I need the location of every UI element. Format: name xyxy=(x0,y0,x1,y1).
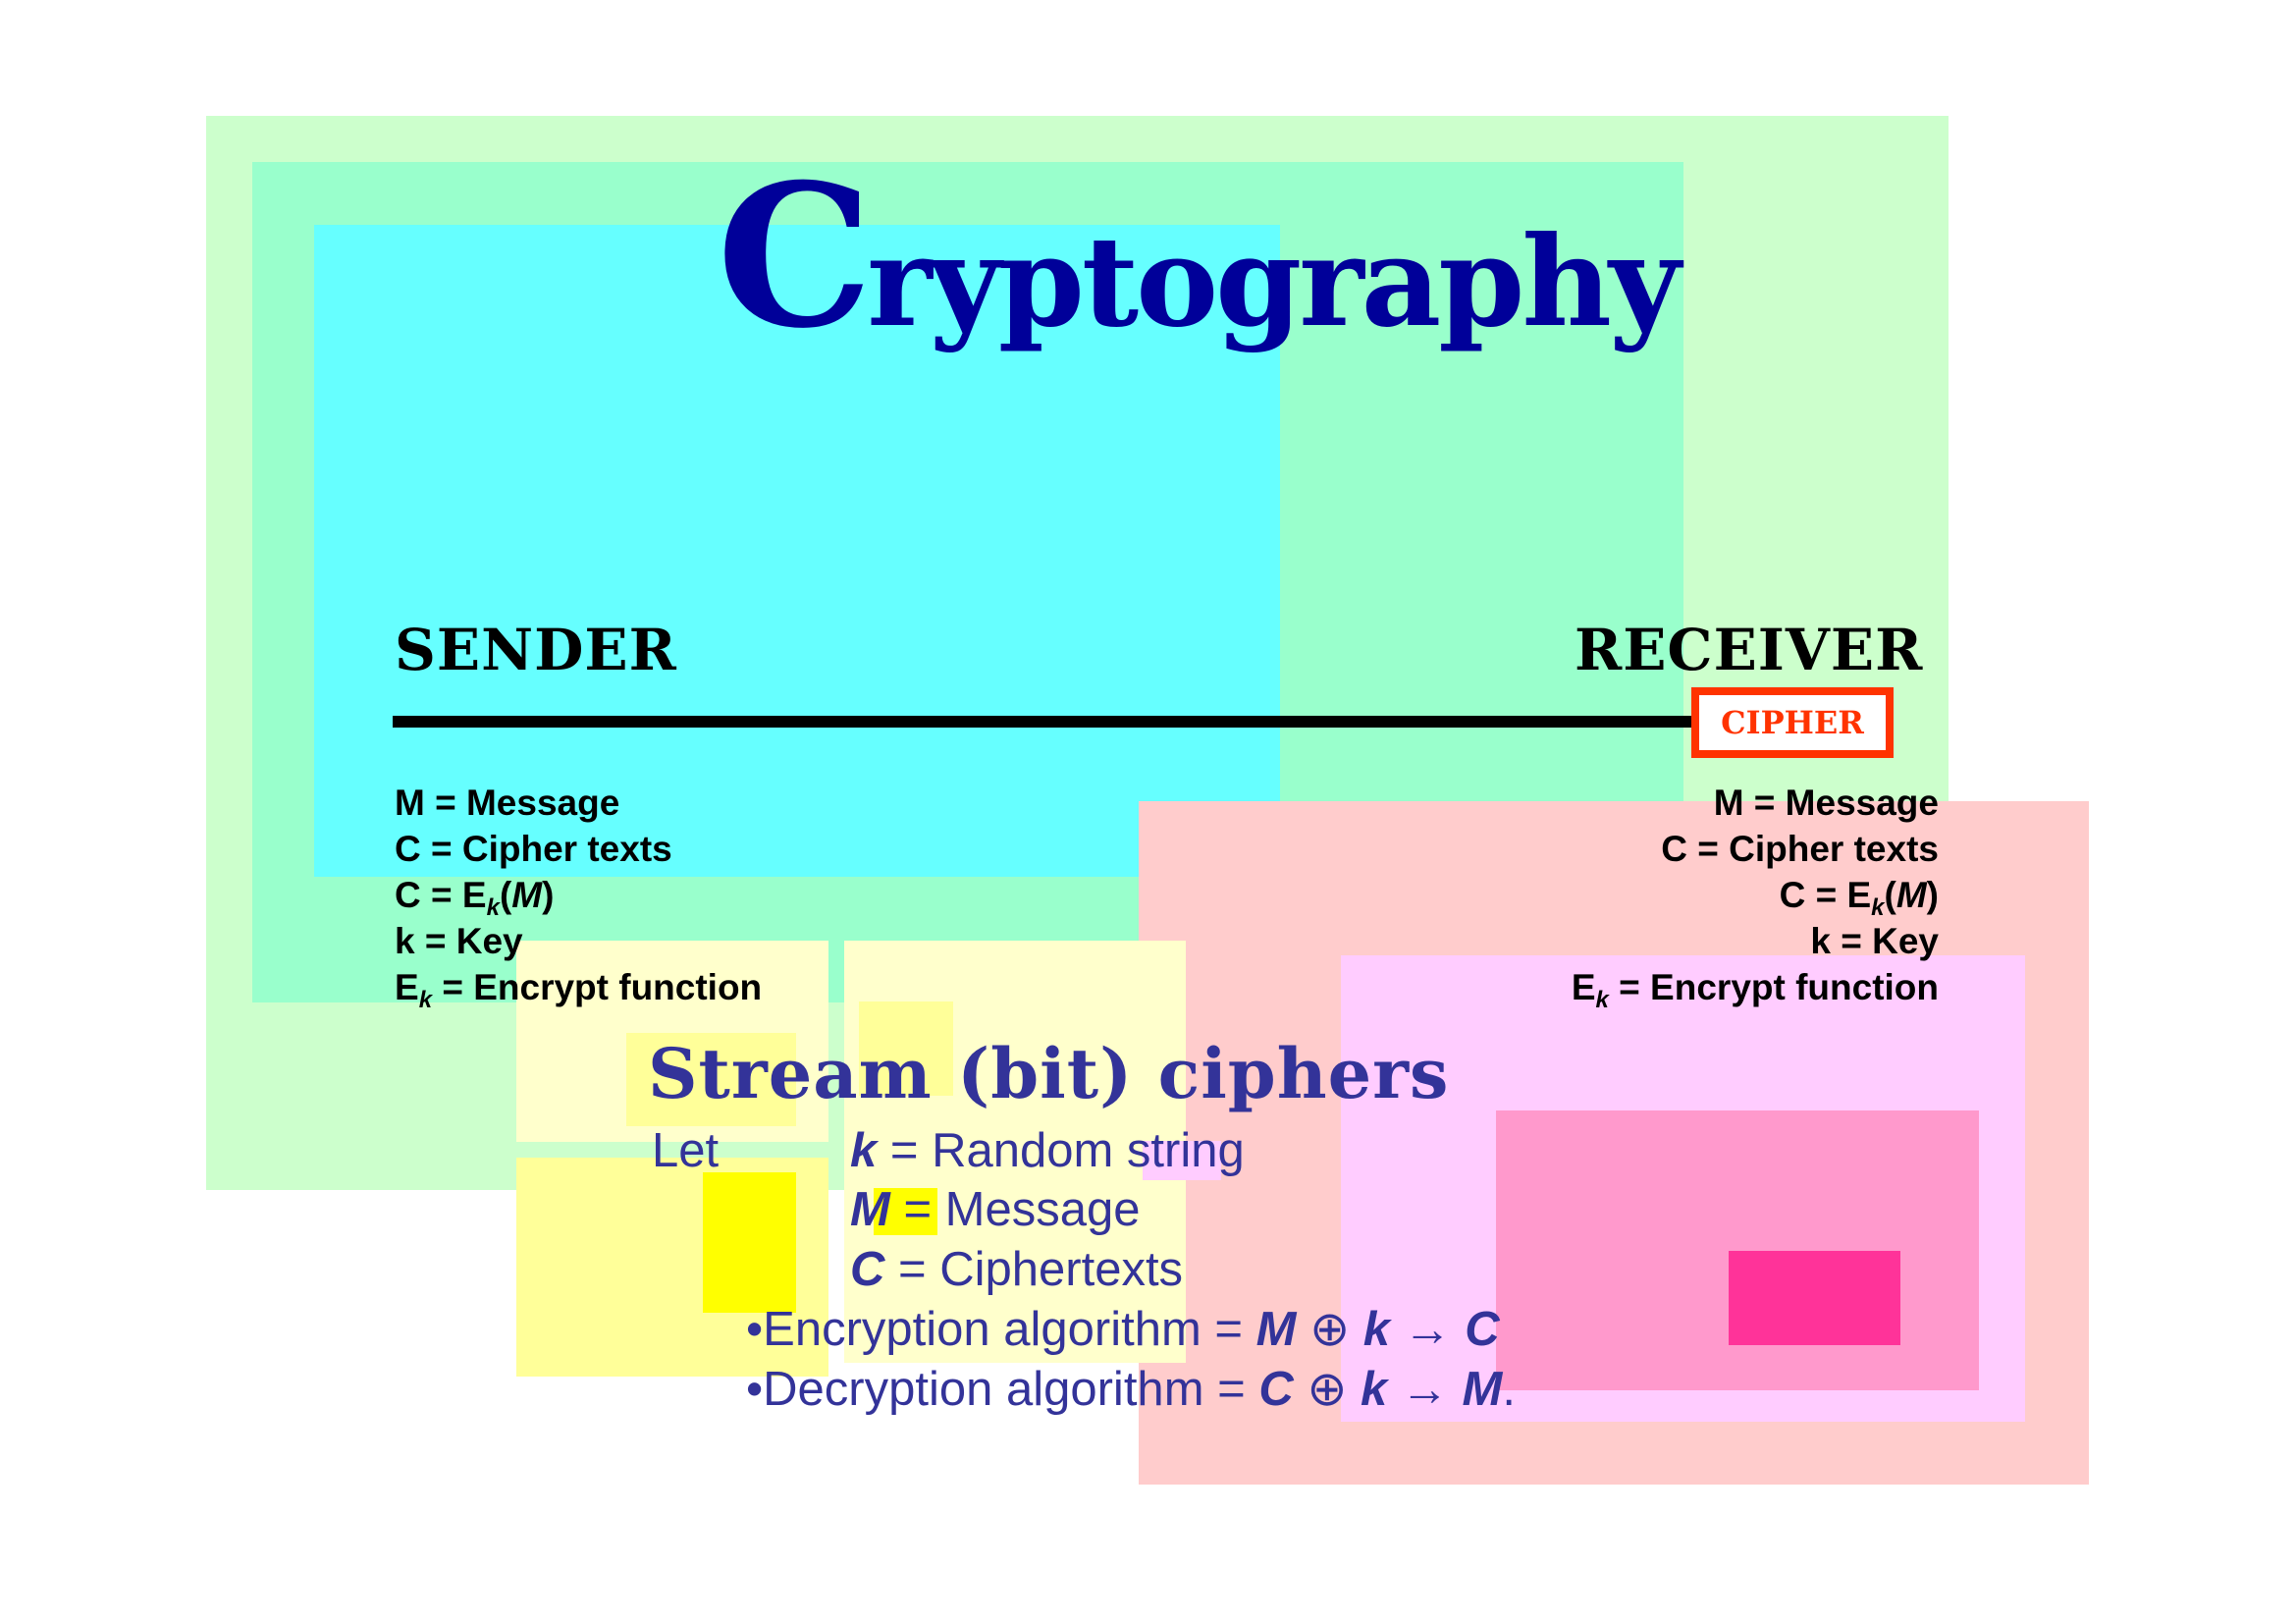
equation-argument: M xyxy=(511,875,543,915)
sender-heading: SENDER xyxy=(395,617,677,683)
equation-argument: M xyxy=(1896,875,1927,915)
encryption-operand-m: M xyxy=(1255,1303,1297,1356)
xor-symbol: ⊕ xyxy=(1296,1303,1363,1356)
background-block-yellow-square xyxy=(859,1001,953,1096)
definition-message: M = Message xyxy=(395,783,620,823)
definition-key: k = Key xyxy=(1810,921,1939,961)
title-initial: C xyxy=(717,141,873,372)
cipher-box: CIPHER xyxy=(1691,687,1894,758)
encryption-operand-k: k xyxy=(1362,1303,1391,1356)
equation-subscript: k xyxy=(486,894,500,921)
variable-k: k xyxy=(850,1124,878,1177)
equation-close-paren: ) xyxy=(542,875,555,915)
definition-cipher-equation: C = Ek(M) xyxy=(1456,872,1939,921)
slide-title: Cryptography xyxy=(717,159,1681,355)
title-rest: ryptography xyxy=(867,209,1681,354)
let-label: Let xyxy=(652,1124,720,1177)
definition-cipher-equation: C = Ek(M) xyxy=(395,872,762,921)
arrow-symbol: → xyxy=(1387,1363,1463,1416)
function-subscript: k xyxy=(418,987,433,1013)
message-description: = Message xyxy=(889,1183,1141,1236)
xor-symbol: ⊕ xyxy=(1293,1363,1362,1416)
background-block-bright-yellow-small xyxy=(874,1188,937,1235)
function-description: = Encrypt function xyxy=(432,967,763,1007)
decryption-result-m: M xyxy=(1462,1363,1503,1416)
function-symbol: E xyxy=(1571,967,1596,1007)
definition-key: k = Key xyxy=(395,921,523,961)
receiver-heading: RECEIVER xyxy=(1575,617,1924,683)
definition-ciphertext: C = Cipher texts xyxy=(395,829,672,869)
background-block-bright-yellow xyxy=(703,1172,796,1313)
encryption-algorithm: •Encryption algorithm = M ⊕ k → C xyxy=(746,1301,1500,1357)
encryption-prefix: •Encryption algorithm = xyxy=(746,1303,1256,1356)
background-block-hot-pink xyxy=(1729,1251,1900,1345)
background-block-cyan xyxy=(314,225,1280,877)
equation-subscript: k xyxy=(1871,894,1885,921)
definition-message: M = Message xyxy=(1713,783,1939,823)
variable-m: M xyxy=(850,1183,890,1236)
background-block-yellow-small xyxy=(626,1033,796,1126)
equation-open-paren: ( xyxy=(1884,875,1896,915)
definition-encrypt-function: Ek = Encrypt function xyxy=(1456,964,1939,1013)
function-subscript: k xyxy=(1595,987,1609,1013)
stream-definition-key: k = Random string xyxy=(850,1123,1245,1178)
ciphertext-description: = Ciphertexts xyxy=(884,1243,1184,1296)
key-description: = Random string xyxy=(877,1124,1245,1177)
decryption-prefix: •Decryption algorithm = xyxy=(746,1363,1259,1416)
arrow-symbol: → xyxy=(1390,1303,1466,1356)
variable-c: C xyxy=(850,1243,885,1296)
decryption-algorithm: •Decryption algorithm = C ⊕ k → M. xyxy=(746,1361,1516,1417)
sender-definitions: M = Message C = Cipher texts C = Ek(M) k… xyxy=(395,780,763,1013)
definition-ciphertext: C = Cipher texts xyxy=(1661,829,1939,869)
channel-line xyxy=(393,716,1698,728)
decryption-period: . xyxy=(1502,1363,1516,1416)
equation-close-paren: ) xyxy=(1926,875,1939,915)
receiver-definitions: M = Message C = Cipher texts C = Ek(M) k… xyxy=(1456,780,1939,1013)
decryption-operand-k: k xyxy=(1361,1363,1388,1416)
equation-open-paren: ( xyxy=(499,875,512,915)
stream-definition-message: M = Message xyxy=(850,1182,1141,1237)
equation-prefix: C = E xyxy=(1779,875,1872,915)
function-symbol: E xyxy=(395,967,419,1007)
stream-ciphers-heading: Stream (bit) ciphers xyxy=(648,1033,1450,1114)
definition-encrypt-function: Ek = Encrypt function xyxy=(395,964,763,1013)
cipher-label: CIPHER xyxy=(1721,704,1864,741)
function-description: = Encrypt function xyxy=(1608,967,1939,1007)
encryption-result-c: C xyxy=(1465,1303,1500,1356)
background-block-pink-small xyxy=(1143,1141,1221,1180)
decryption-operand-c: C xyxy=(1258,1363,1294,1416)
equation-prefix: C = E xyxy=(395,875,487,915)
stream-definition-ciphertext: C = Ciphertexts xyxy=(850,1242,1183,1297)
